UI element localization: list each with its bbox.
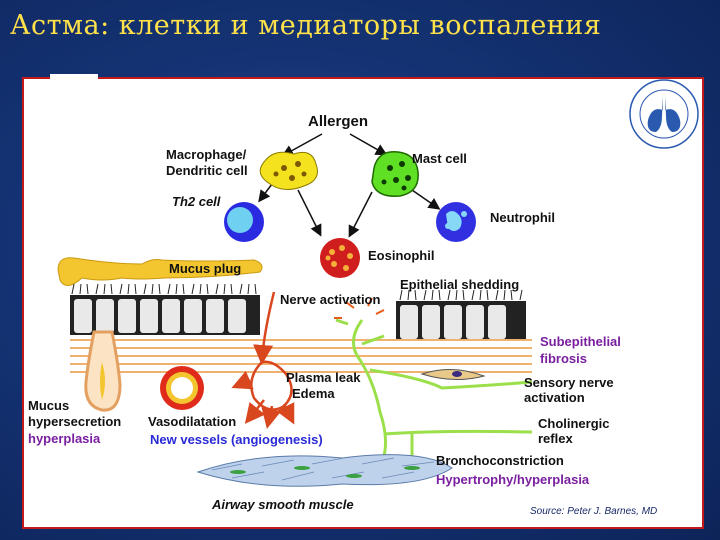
mucus-plug (57, 257, 263, 286)
mucus-gland (84, 330, 122, 412)
dilated-vessel (160, 366, 204, 410)
subepithelial-layer (70, 339, 532, 373)
label-subepithelial-1: Subepithelial (540, 334, 621, 349)
label-plasma-leak-1: Plasma leak (286, 370, 361, 385)
asthma-diagram: Allergen Macrophage/ Dendritic cell Mast… (28, 113, 621, 512)
cilia (71, 283, 523, 301)
label-macrophage-1: Macrophage/ (166, 147, 247, 162)
label-sensory-2: activation (524, 390, 585, 405)
label-subepithelial-2: fibrosis (540, 351, 587, 366)
label-mucus-hyper-1: Mucus (28, 398, 69, 413)
source-credit: Source: Peter J. Barnes, MD (530, 506, 658, 517)
label-plasma-leak-2: Edema (292, 386, 335, 401)
label-new-vessels: New vessels (angiogenesis) (150, 432, 323, 447)
fibroblast (420, 368, 486, 380)
nerve-sparks (334, 297, 385, 319)
nerve-fibers (335, 318, 533, 463)
label-th2-cell: Th2 cell (172, 194, 221, 209)
label-mast-cell: Mast cell (412, 151, 467, 166)
label-eosinophil: Eosinophil (368, 248, 434, 263)
label-nerve-activation: Nerve activation (280, 292, 380, 307)
mast-cell (371, 151, 419, 197)
label-macrophage-2: Dendritic cell (166, 163, 248, 178)
label-epithelial-shedding: Epithelial shedding (400, 277, 519, 292)
macrophage-cell (259, 151, 318, 190)
neutrophil-cell (436, 202, 476, 242)
label-vasodilatation: Vasodilatation (148, 414, 236, 429)
label-mucus-plug: Mucus plug (169, 261, 241, 276)
th2-cell (224, 202, 264, 242)
panel-tab (50, 74, 98, 79)
plasma-leak-vessel (231, 291, 295, 429)
epithelium-left (70, 295, 260, 335)
label-bronchoconstriction: Bronchoconstriction (436, 453, 564, 468)
society-logo (629, 79, 699, 149)
airway-smooth-muscle (196, 454, 453, 487)
label-allergen: Allergen (308, 113, 368, 130)
label-mucus-hyper-2: hypersecretion (28, 414, 121, 429)
label-mucus-hyper-3: hyperplasia (28, 431, 101, 446)
label-airway-smooth-muscle: Airway smooth muscle (211, 497, 354, 512)
diagram-panel: Allergen Macrophage/ Dendritic cell Mast… (22, 77, 704, 529)
label-cholinergic-2: reflex (538, 431, 573, 446)
label-hypertrophy: Hypertrophy/hyperplasia (436, 472, 590, 487)
label-cholinergic-1: Cholinergic (538, 416, 610, 431)
eosinophil-cell (320, 238, 360, 278)
label-neutrophil: Neutrophil (490, 210, 555, 225)
slide-title: Астма: клетки и медиаторы воспаления (10, 10, 602, 41)
allergen-arrows (258, 133, 441, 238)
epithelium-right (396, 301, 526, 341)
label-sensory-1: Sensory nerve (524, 375, 614, 390)
